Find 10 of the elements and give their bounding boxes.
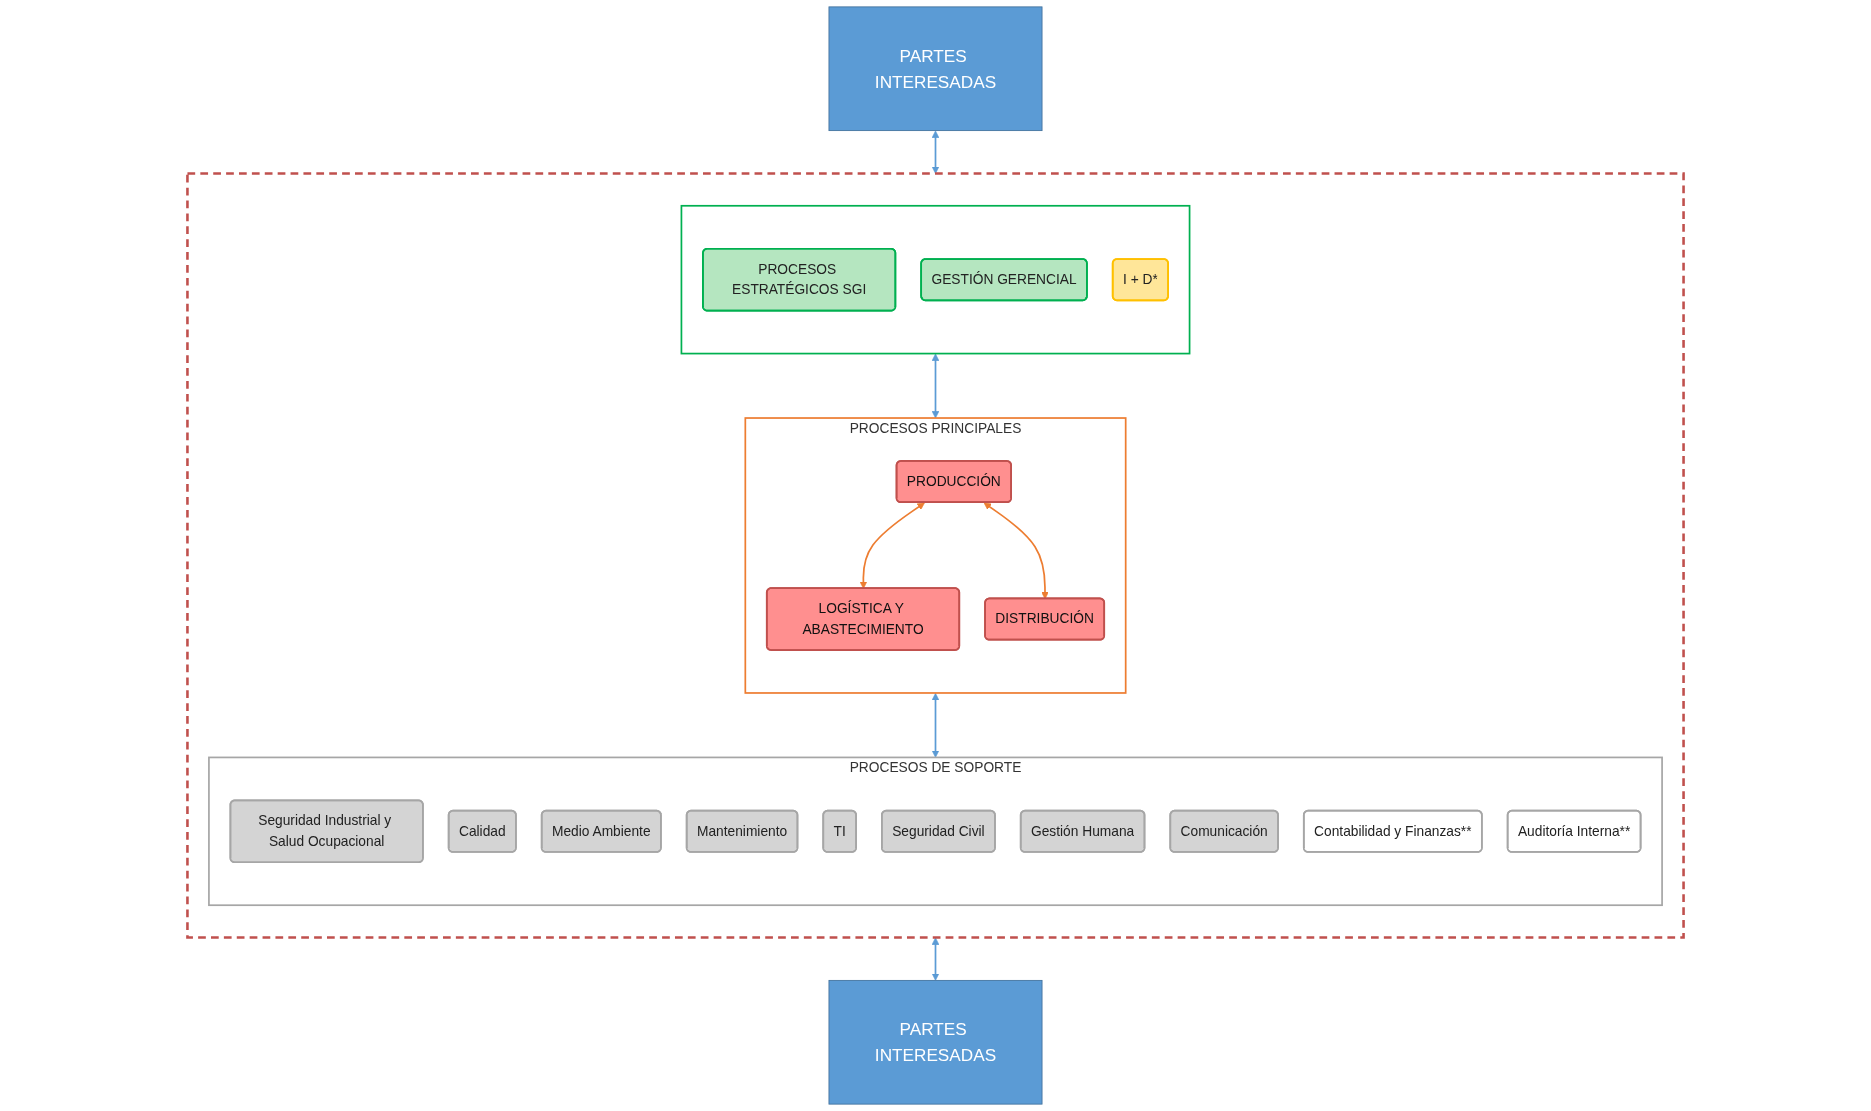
cluster bbox=[680, 204, 1191, 355]
arrow bbox=[931, 130, 940, 174]
arrow bbox=[931, 937, 940, 981]
arrow bbox=[931, 353, 940, 419]
arrow bbox=[983, 502, 1049, 600]
arrow bbox=[859, 502, 925, 589]
node-box: PARTES INTERESADAS bbox=[828, 6, 1043, 132]
node-box: PARTES INTERESADAS bbox=[828, 979, 1043, 1105]
cluster bbox=[186, 172, 1685, 939]
arrow bbox=[931, 693, 940, 758]
